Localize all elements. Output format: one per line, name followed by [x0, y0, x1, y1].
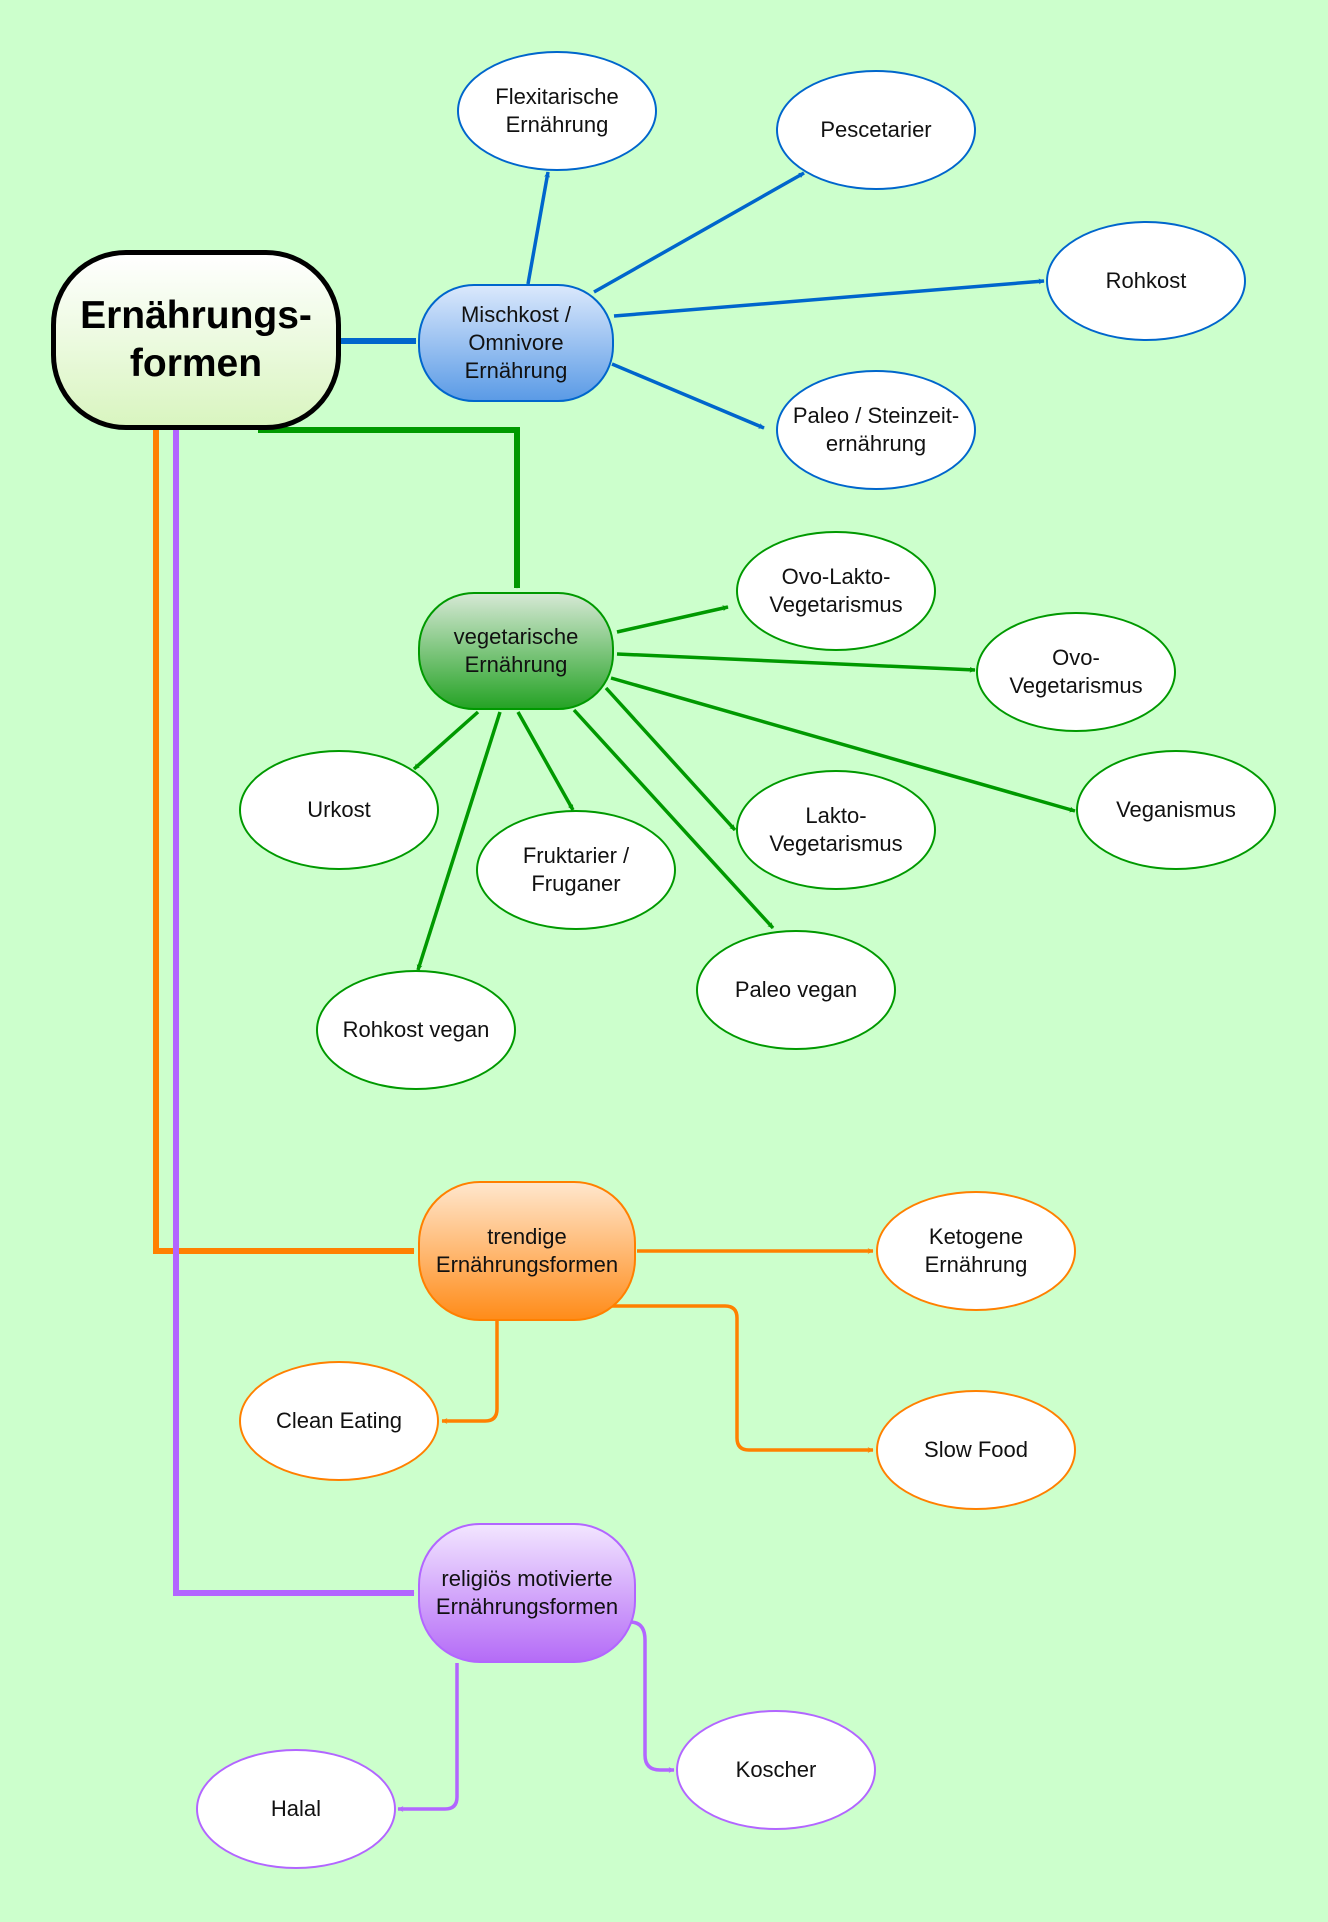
hub-trendige-ernaehrungsformen[interactable]: trendige Ernährungsformen [418, 1181, 636, 1321]
hub-mischkost[interactable]: Mischkost / Omnivore Ernährung [418, 284, 614, 402]
connector-veg-lakto [604, 686, 737, 832]
leaf-clean-eating[interactable]: Clean Eating [239, 1361, 439, 1481]
leaf-lakto-vegetarismus[interactable]: Lakto- Vegetarismus [736, 770, 936, 890]
leaf-urkost[interactable]: Urkost [239, 750, 439, 870]
leaf-slow-food[interactable]: Slow Food [876, 1390, 1076, 1510]
connector-rel-koscher [629, 1620, 675, 1773]
connector-root-trendig [153, 430, 415, 1254]
hub-vegetarische-ernaehrung[interactable]: vegetarische Ernährung [418, 592, 614, 710]
leaf-rohkost[interactable]: Rohkost [1046, 221, 1246, 341]
connector-trend-slow [610, 1304, 874, 1453]
connector-root-religioes [173, 430, 415, 1596]
connector-veg-urkost [412, 710, 480, 771]
root-node[interactable]: Ernährungs- formen [51, 250, 341, 430]
connector-trend-clean [441, 1321, 499, 1424]
connector-veg-ovolakto [616, 605, 729, 634]
connector-veg-ovo [616, 652, 976, 673]
leaf-fruktarier-fruganer[interactable]: Fruktarier / Fruganer [476, 810, 676, 930]
connector-mischkost-rohkost [613, 278, 1045, 318]
connector-veg-rohkostvegan [416, 711, 502, 971]
leaf-flexitarische-ernaehrung[interactable]: Flexitarische Ernährung [457, 51, 657, 171]
leaf-koscher[interactable]: Koscher [676, 1710, 876, 1830]
connector-mischkost-flexitarisch [526, 171, 551, 285]
leaf-pescetarier[interactable]: Pescetarier [776, 70, 976, 190]
connector-veg-fruktarier [516, 711, 575, 811]
leaf-ketogene-ernaehrung[interactable]: Ketogene Ernährung [876, 1191, 1076, 1311]
leaf-veganismus[interactable]: Veganismus [1076, 750, 1276, 870]
leaf-paleo-steinzeiternaehrung[interactable]: Paleo / Steinzeit- ernährung [776, 370, 976, 490]
leaf-halal[interactable]: Halal [196, 1749, 396, 1869]
connector-veg-veganismus [610, 676, 1076, 813]
connector-mischkost-pescetarier [593, 171, 805, 294]
connector-mischkost-paleo [611, 362, 765, 430]
leaf-ovo-vegetarismus[interactable]: Ovo- Vegetarismus [976, 612, 1176, 732]
leaf-rohkost-vegan[interactable]: Rohkost vegan [316, 970, 516, 1090]
connector-root-vegetarisch [258, 427, 520, 589]
hub-religioes-motivierte-ernaehrungsformen[interactable]: religiös motivierte Ernährungsformen [418, 1523, 636, 1663]
connector-rel-halal [397, 1663, 459, 1812]
leaf-ovo-lakto-vegetarismus[interactable]: Ovo-Lakto- Vegetarismus [736, 531, 936, 651]
connector-veg-paleovegan [572, 708, 775, 930]
leaf-paleo-vegan[interactable]: Paleo vegan [696, 930, 896, 1050]
